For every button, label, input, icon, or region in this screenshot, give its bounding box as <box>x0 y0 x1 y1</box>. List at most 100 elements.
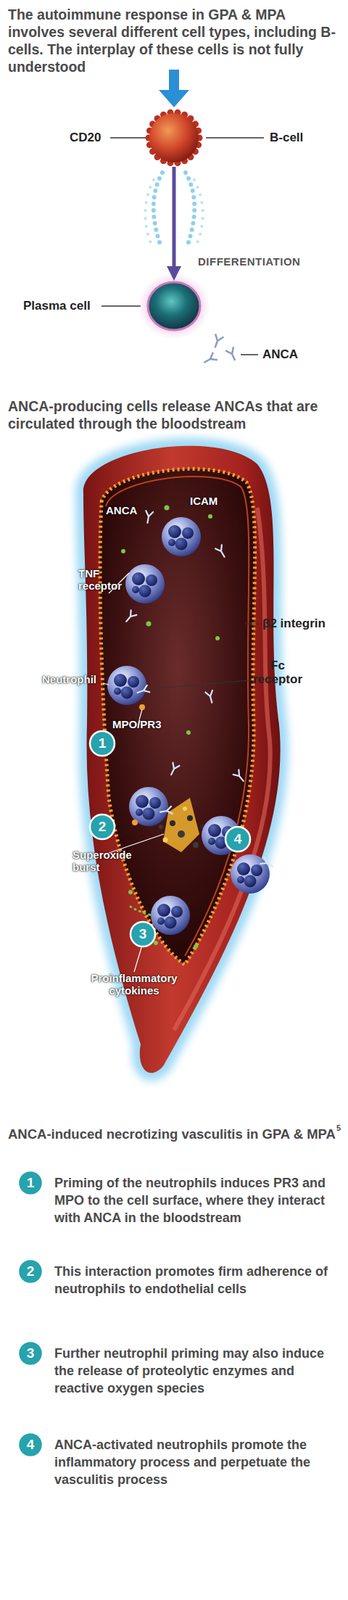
cell-label: B-cell <box>269 130 335 145</box>
leader-line <box>102 682 109 685</box>
neutrophil <box>230 854 270 894</box>
list-text: This interaction promotes firm adherence… <box>54 1262 343 1298</box>
antibody <box>144 510 154 523</box>
list-number: 2 <box>18 1258 43 1284</box>
ros-dot <box>187 814 193 821</box>
differentiation-arrow <box>172 166 177 277</box>
cell-shape <box>145 276 203 335</box>
vessel-lumen <box>100 469 256 965</box>
ros-dot <box>158 824 164 829</box>
part-label: Neutrophil <box>42 672 108 686</box>
ros-dot <box>192 841 199 848</box>
endothelium-edge <box>105 476 249 956</box>
part-label: β2 integrin <box>262 616 346 631</box>
list-bullet <box>18 1340 43 1366</box>
cytokine-dot <box>128 889 133 894</box>
callout-number: 3 <box>130 921 156 947</box>
ros-dot <box>169 819 176 826</box>
callout-circle <box>89 730 115 756</box>
ros-dot <box>182 806 188 811</box>
b-cell-body <box>149 113 199 163</box>
list-bullet <box>18 1170 43 1195</box>
cytokine-dot <box>146 621 152 627</box>
neutrophil <box>129 786 169 826</box>
list-number: 4 <box>18 1431 43 1457</box>
list-bullet <box>18 1258 43 1284</box>
fc-receptor <box>260 856 275 870</box>
ros-dot <box>163 837 169 843</box>
signal-dots <box>145 179 154 243</box>
antibody <box>233 769 247 783</box>
cell-label: Plasma cell <box>23 298 118 313</box>
leader-line <box>205 137 264 139</box>
antibody <box>205 690 216 704</box>
cytokine-dot <box>186 730 191 735</box>
antibody <box>201 352 218 367</box>
mpo-pr3 <box>131 819 138 826</box>
antibody <box>123 609 137 624</box>
list-text: Priming of the neutrophils induces PR3 a… <box>54 1173 343 1226</box>
callout-circle <box>225 826 251 852</box>
superoxide-burst <box>163 797 200 852</box>
list-number: 3 <box>18 1340 43 1366</box>
cytokine-dot <box>208 514 213 519</box>
signal-dots <box>194 179 203 243</box>
plasma-cell-body <box>147 282 201 330</box>
intro-text: The autoimmune response in GPA & MPA inv… <box>7 5 343 76</box>
list-bullet <box>18 1431 43 1457</box>
edge-label: DIFFERENTIATION <box>197 255 301 268</box>
arrow-head <box>158 89 190 108</box>
cytokine-dot <box>164 505 170 511</box>
neutrophil <box>107 665 147 705</box>
leader-line <box>147 680 251 689</box>
part-label: Proinflammatory cytokines <box>79 971 189 997</box>
neutrophil <box>125 564 165 604</box>
neutrophil <box>161 516 201 557</box>
callout-number: 1 <box>89 730 115 756</box>
b-cell: B-cell <box>145 108 203 167</box>
list-text: ANCA-activated neutrophils promote the i… <box>54 1435 343 1488</box>
part-label: ANCA <box>105 503 150 517</box>
section-text: ANCA-producing cells release ANCAs that … <box>7 397 343 433</box>
antibody <box>168 762 180 777</box>
plasma-cell: Plasma cell <box>145 276 203 335</box>
callout-circle <box>130 921 156 947</box>
antibody-label: ANCA <box>262 347 314 362</box>
antibody <box>215 544 228 559</box>
mpo-pr3 <box>139 703 145 710</box>
cytokine-dot <box>215 635 220 641</box>
endothelium <box>100 469 256 965</box>
fc-receptor <box>136 685 150 696</box>
cell-glow <box>137 272 211 340</box>
part-label: ICAM <box>189 494 234 507</box>
list-heading: ANCA-induced necrotizing vasculitis in G… <box>7 1125 336 1143</box>
flow-arrow <box>168 69 180 92</box>
cell-shape <box>145 108 203 167</box>
signal-dots <box>153 172 163 247</box>
ros-dot <box>177 830 185 838</box>
fc-receptor <box>159 806 172 816</box>
marker-label: CD20 <box>69 130 114 145</box>
reference-mark: 5 <box>336 1123 341 1132</box>
part-label: Fc receptor <box>246 658 309 686</box>
signal-dots <box>185 172 195 247</box>
callout-circle <box>89 814 115 839</box>
leader-line <box>110 137 148 139</box>
antibody <box>225 346 239 362</box>
list-text: Further neutrophil priming may also indu… <box>54 1344 343 1397</box>
callout-number: 2 <box>89 814 115 839</box>
leader-line <box>245 622 260 624</box>
leader-line <box>101 305 141 307</box>
part-label: Superoxide burst <box>72 848 142 873</box>
cytokine-dot <box>121 548 126 554</box>
part-label: MPO/PR3 <box>112 717 171 731</box>
cytokine-dot <box>193 943 198 949</box>
list-number: 1 <box>18 1170 43 1195</box>
antibody <box>210 333 224 349</box>
neutrophil <box>150 895 190 935</box>
part-label: TNF receptor <box>78 566 131 592</box>
callout-number: 4 <box>225 826 251 852</box>
cytokine-dot <box>153 940 159 945</box>
leader-line <box>240 353 259 356</box>
